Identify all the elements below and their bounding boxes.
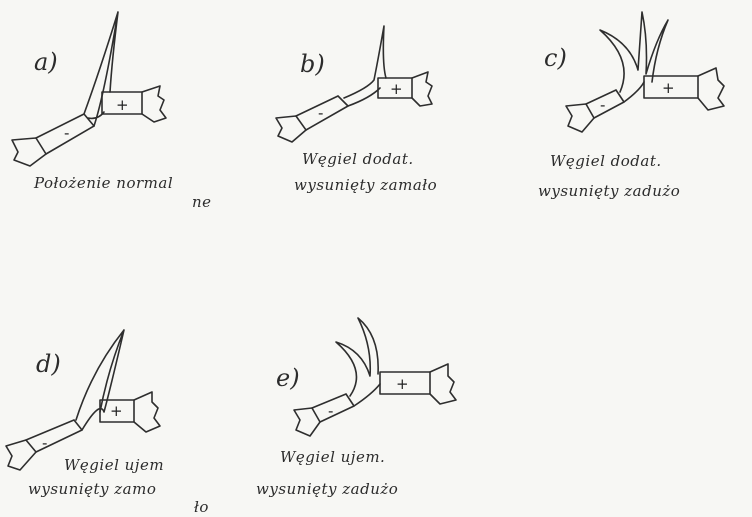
panel-a-minus: - [64,124,69,142]
panel-e-arc-flame [336,318,380,406]
panel-a-letter: a) [34,48,58,76]
panel-d-negative-holder [6,440,36,470]
panel-c-positive-holder [698,68,724,110]
panel-d-negative-electrode [26,420,82,452]
panel-e-plus: + [396,375,409,393]
panel-c-arc-flame [600,12,668,102]
panel-c-minus: - [600,96,605,114]
panel-b-positive-holder [412,72,432,106]
panel-a-caption-line-2: ne [192,193,212,211]
panel-b-arc-flame [344,26,386,106]
panel-b: b) - + Węgiel dodat. wysunięty zamało [276,26,437,194]
panel-d-minus: - [42,434,47,452]
panel-b-letter: b) [300,50,325,78]
panel-d-plus: + [110,402,123,420]
panel-c-caption-line-1: Węgiel dodat. [550,152,662,170]
panel-b-caption-line-1: Węgiel dodat. [302,150,414,168]
panel-e: e) - + Węgiel ujem. wysunięty zadużo [256,318,456,498]
panel-e-caption-line-1: Węgiel ujem. [280,448,385,466]
panel-d-positive-holder [134,392,160,432]
panel-c-letter: c) [544,44,567,72]
panel-e-negative-holder [294,408,320,436]
panel-d: d) - + Węgiel ujem wysunięty zamo ło [6,330,209,516]
panel-d-caption-line-1: Węgiel ujem [64,456,164,474]
panel-c-negative-holder [566,104,594,132]
panel-e-letter: e) [276,364,300,392]
panel-c: c) - + Węgiel dodat. wysunięty zadużo [538,12,724,200]
panel-c-caption-line-2: wysunięty zadużo [538,182,680,200]
panel-a-arc-flame [84,12,118,126]
panel-e-minus: - [328,402,333,420]
panel-d-caption-line-3: ło [194,498,209,516]
panel-a-negative-holder [12,138,46,166]
panel-b-negative-holder [276,116,306,142]
panel-d-letter: d) [36,350,61,378]
panel-c-plus: + [662,79,675,97]
panel-b-minus: - [318,104,323,122]
panel-a-caption-line-1: Położenie normal [33,174,173,192]
panel-a-positive-holder [142,86,166,122]
panel-a: a) - + Położenie normal ne [12,12,212,211]
panel-d-caption-line-2: wysunięty zamo [28,480,156,498]
panel-e-positive-holder [430,364,456,404]
panel-a-plus: + [116,96,129,114]
panel-e-caption-line-2: wysunięty zadużo [256,480,398,498]
panel-b-caption-line-2: wysunięty zamało [294,176,437,194]
panel-b-plus: + [390,80,403,98]
